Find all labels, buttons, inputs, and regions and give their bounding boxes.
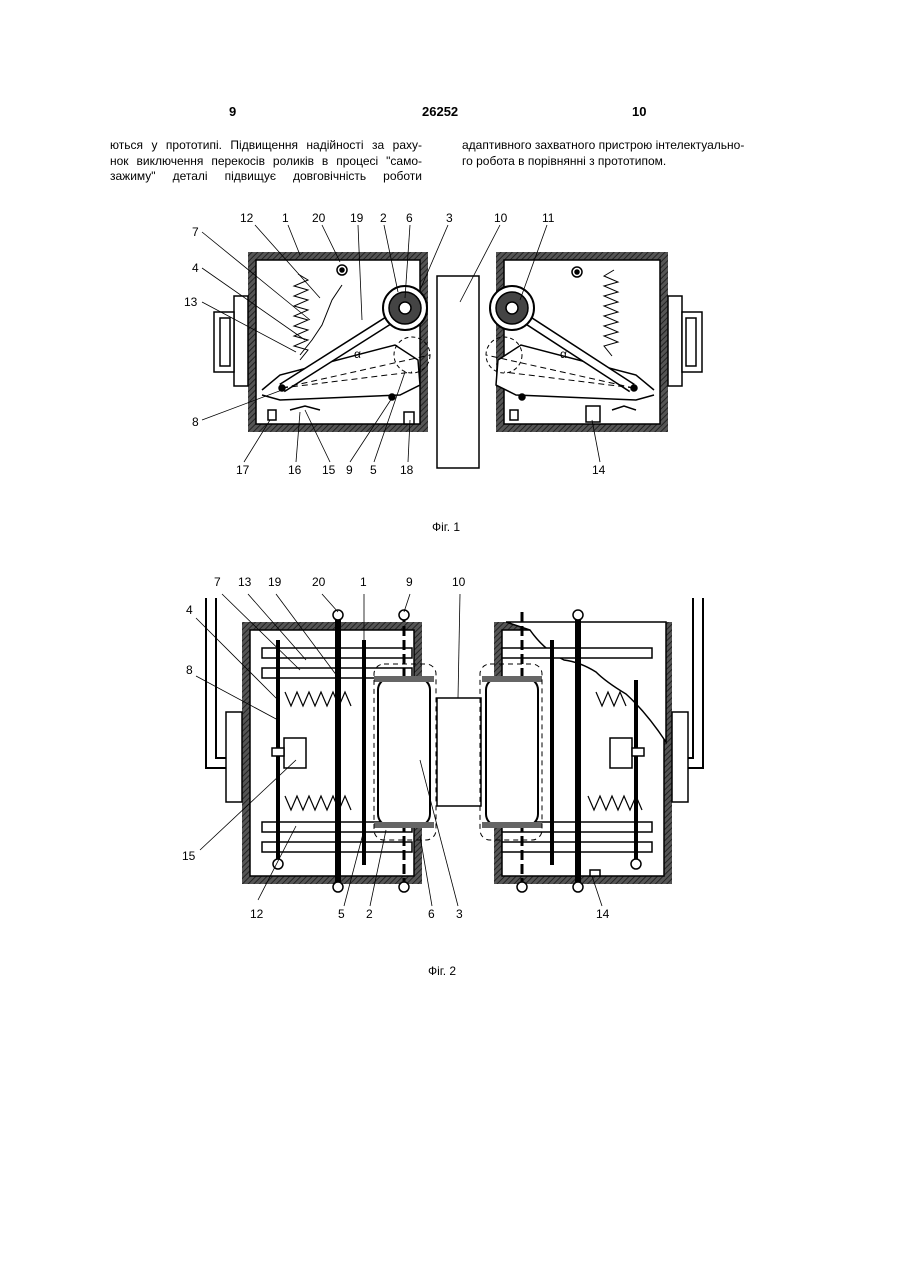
label-1: 1	[282, 211, 289, 225]
label-9: 9	[346, 463, 353, 477]
label-6: 6	[428, 907, 435, 921]
left-housing	[214, 252, 428, 432]
right-housing-top-view	[480, 598, 703, 892]
label-9: 9	[406, 575, 413, 589]
label-10: 10	[452, 575, 466, 589]
right-housing	[496, 252, 702, 432]
label-6: 6	[406, 211, 413, 225]
figure-2-caption: Фіг. 2	[428, 964, 456, 978]
label-3: 3	[446, 211, 453, 225]
label-14: 14	[596, 907, 610, 921]
label-17: 17	[236, 463, 250, 477]
label-5: 5	[370, 463, 377, 477]
label-14: 14	[592, 463, 606, 477]
label-19: 19	[268, 575, 282, 589]
label-2: 2	[380, 211, 387, 225]
label-4: 4	[186, 603, 193, 617]
label-5: 5	[338, 907, 345, 921]
label-16: 16	[288, 463, 302, 477]
label-20: 20	[312, 211, 326, 225]
figure-2-drawing	[196, 594, 703, 906]
label-13: 13	[238, 575, 252, 589]
label-13: 13	[184, 295, 198, 309]
label-alpha-right: α	[560, 347, 567, 361]
label-8: 8	[186, 663, 193, 677]
label-4: 4	[192, 261, 199, 275]
label-12: 12	[250, 907, 264, 921]
workpiece	[437, 276, 479, 468]
label-20: 20	[312, 575, 326, 589]
label-2: 2	[366, 907, 373, 921]
label-10: 10	[494, 211, 508, 225]
label-12: 12	[240, 211, 254, 225]
figure-1-drawing	[202, 225, 702, 468]
figure-1-caption: Фіг. 1	[432, 520, 460, 534]
label-3: 3	[456, 907, 463, 921]
label-alpha-left: α	[354, 347, 361, 361]
label-1: 1	[360, 575, 367, 589]
label-7: 7	[214, 575, 221, 589]
label-8: 8	[192, 415, 199, 429]
workpiece-top-view	[437, 698, 481, 806]
label-15: 15	[322, 463, 336, 477]
label-11: 11	[542, 211, 555, 225]
label-15: 15	[182, 849, 196, 863]
label-18: 18	[400, 463, 414, 477]
label-19: 19	[350, 211, 364, 225]
left-housing-top-view	[206, 598, 436, 892]
label-7: 7	[192, 225, 199, 239]
